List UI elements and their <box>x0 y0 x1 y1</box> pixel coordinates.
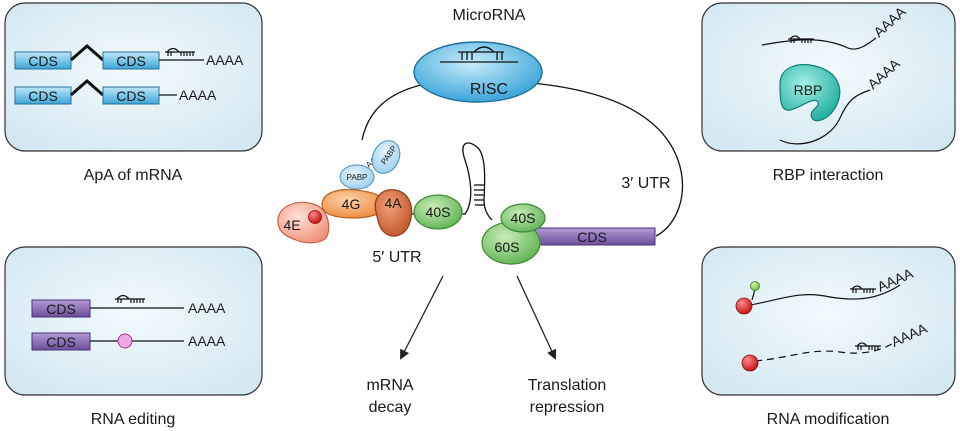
risc-label: RISC <box>470 81 508 98</box>
ribosome-40s-scanning <box>413 194 463 230</box>
editing-row1-cds-label: CDS <box>46 301 76 317</box>
microrna-hairpin-icon <box>458 46 504 60</box>
apa-row1-cds2-label: CDS <box>116 53 146 69</box>
microrna-label: MicroRNA <box>453 7 526 24</box>
rbp-strand1 <box>761 37 877 50</box>
utr3-label: 3′ UTR <box>621 175 670 192</box>
pabp-1-label: PABP <box>347 173 368 182</box>
outcome-repression-line1: Translation <box>528 377 607 394</box>
methyl-group-icon <box>750 281 760 291</box>
apa-row1-cds1-box <box>14 51 72 70</box>
ribosome-60s-label: 60S <box>495 239 520 255</box>
apa-row2-cds1-label: CDS <box>28 88 58 104</box>
apa-row2-polya: AAAA <box>179 87 217 103</box>
panel-rbp-caption: RBP interaction <box>773 167 884 184</box>
risc-complex <box>413 41 543 103</box>
apa-row1-cds1-label: CDS <box>28 53 58 69</box>
editing-row1-polya: AAAA <box>188 300 226 316</box>
panel-modification-caption: RNA modification <box>767 411 890 428</box>
ribosome-40s-translating <box>500 203 546 233</box>
center-cds-label: CDS <box>577 229 607 245</box>
cap-marker-icon <box>735 297 753 315</box>
panel-apa-caption: ApA of mRNA <box>84 167 183 184</box>
ribosome-40s-scanning-label: 40S <box>426 204 451 220</box>
pabp-2 <box>371 140 401 174</box>
editing-row2-cds-label: CDS <box>46 334 76 350</box>
panel-editing: CDS AAAA CDS AAAA <box>4 246 263 396</box>
rbp-protein-label: RBP <box>794 82 823 98</box>
factor-4e-label: 4E <box>283 217 300 233</box>
cap-marker-icon-2 <box>741 354 759 372</box>
pabp-1 <box>339 164 375 190</box>
rbp-mirna-site-icon <box>788 35 814 43</box>
utr5-label: 5′ UTR <box>372 249 421 266</box>
apa-row1-splice <box>70 44 104 62</box>
panel-modification: AAAA AAAA <box>701 246 956 396</box>
rbp-strand2 <box>779 89 871 145</box>
utr3-strand <box>519 81 683 237</box>
modification-mirna-site-icon-1 <box>850 285 876 293</box>
arrow-to-repression <box>516 275 557 360</box>
panel-apa-box <box>4 2 263 152</box>
panel-editing-box <box>4 246 263 396</box>
ribosome-40s-translating-label: 40S <box>511 210 536 226</box>
panel-editing-caption: RNA editing <box>91 411 176 428</box>
apa-row1-polya: AAAA <box>206 52 244 68</box>
cap-structure-icon <box>308 210 322 224</box>
stemloop-bars <box>474 184 485 206</box>
panel-apa: CDS CDS AAAA CDS CDS AAAA <box>4 2 263 152</box>
factor-4g-label: 4G <box>342 196 361 212</box>
utr5-stemloop <box>462 142 493 221</box>
edited-base-marker-icon <box>117 333 133 349</box>
arrow-to-decay <box>400 275 444 360</box>
panel-rbp: AAAA RBP AAAA <box>701 2 956 152</box>
factor-4a <box>374 189 413 237</box>
apa-row2-splice <box>70 79 104 97</box>
apa-row2-cds1-box <box>14 86 72 105</box>
apa-row2-cds2-label: CDS <box>116 88 146 104</box>
apa-row1-mirna-site-icon <box>165 47 195 56</box>
panel-modification-box <box>701 246 956 396</box>
outcome-repression-line2: repression <box>530 399 605 416</box>
modification-mirna-site-icon-2 <box>855 342 881 350</box>
outcome-decay-line1: mRNA <box>366 377 413 394</box>
modification-strand1 <box>749 284 901 306</box>
editing-row2-polya: AAAA <box>188 333 226 349</box>
rbp-protein-icon <box>779 63 841 122</box>
editing-mirna-site-icon <box>115 294 145 303</box>
outcome-decay-line2: decay <box>369 399 412 416</box>
polya-to-risc-strand <box>361 81 436 141</box>
factor-4a-label: 4A <box>384 195 402 211</box>
